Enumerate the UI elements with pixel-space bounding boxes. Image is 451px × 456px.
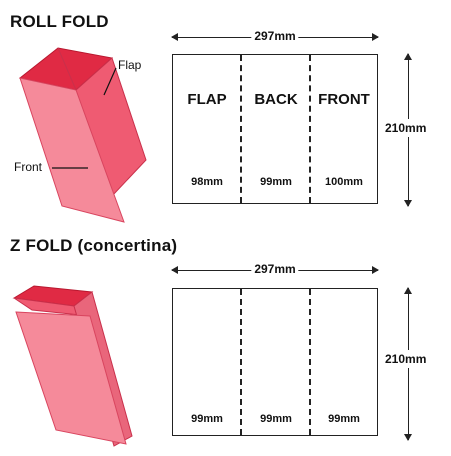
z-panel-3: 99mm (311, 289, 377, 435)
z-panel-1: 99mm (173, 289, 241, 435)
roll-fold-illustration (18, 47, 147, 223)
back-panel: BACK 99mm (241, 55, 311, 203)
flap-callout-line (103, 67, 117, 96)
column-size: 99mm (260, 176, 292, 188)
fold-line (309, 289, 311, 435)
roll-fold-title: ROLL FOLD (10, 12, 109, 31)
column-label: FRONT (318, 91, 370, 108)
column-size: 99mm (260, 413, 292, 425)
fold-line (240, 289, 242, 435)
arrow-up-icon (404, 287, 412, 294)
column-size: 99mm (191, 413, 223, 425)
roll-fold-width-dimension: 297mm (171, 29, 379, 44)
z-fold-title: Z FOLD (concertina) (10, 236, 178, 255)
column-size: 98mm (191, 176, 223, 188)
column-size: 100mm (325, 176, 363, 188)
arrow-right-icon (372, 33, 379, 41)
arrow-down-icon (404, 200, 412, 207)
z-fold-subtitle: (concertina) (77, 236, 178, 255)
z-fold-width-label: 297mm (251, 262, 299, 276)
fold-line (309, 55, 311, 203)
z-fold-width-dimension: 297mm (171, 262, 379, 277)
roll-fold-sheet: FLAP 98mm BACK 99mm FRONT 100mm (172, 54, 378, 204)
z-fold-illustration (12, 285, 133, 447)
arrow-left-icon (171, 266, 178, 274)
arrow-down-icon (404, 434, 412, 441)
front-panel: FRONT 100mm (311, 55, 377, 203)
arrow-right-icon (372, 266, 379, 274)
fold-line (240, 55, 242, 203)
arrow-up-icon (404, 53, 412, 60)
arrow-left-icon (171, 33, 178, 41)
flap-panel: FLAP 98mm (173, 55, 241, 203)
z-fold-sheet: 99mm 99mm 99mm (172, 288, 378, 436)
column-size: 99mm (328, 413, 360, 425)
column-label: FLAP (187, 91, 227, 108)
roll-fold-height-label: 210mm (385, 119, 427, 137)
flap-callout: Flap (118, 58, 142, 72)
front-callout: Front (14, 160, 43, 174)
z-fold-height-label: 210mm (385, 350, 427, 368)
column-label: BACK (254, 91, 298, 108)
roll-fold-width-label: 297mm (251, 29, 299, 43)
z-panel-2: 99mm (241, 289, 311, 435)
